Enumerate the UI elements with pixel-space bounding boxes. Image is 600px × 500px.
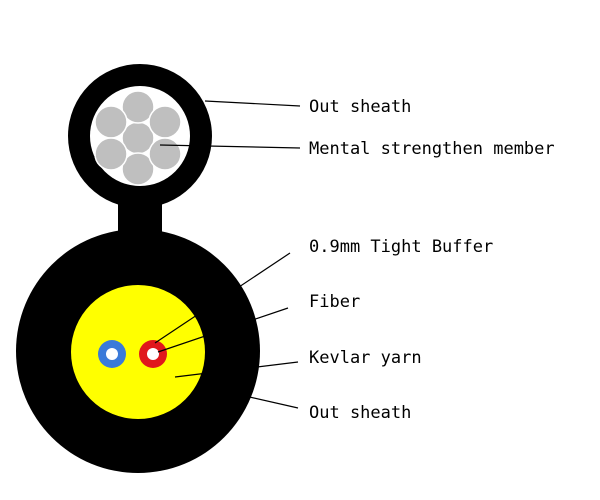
label-bottom-out-sheath: Out sheath [309, 403, 411, 423]
label-fiber: Fiber [309, 292, 360, 312]
leader-tight-buffer [154, 252, 291, 344]
leader-lines [154, 100, 301, 409]
steel-wire [94, 105, 128, 139]
steel-wire [148, 105, 182, 139]
leader-fiber [157, 307, 289, 353]
messenger-section [68, 64, 212, 246]
leader-kevlar-yarn [174, 361, 299, 378]
label-kevlar-yarn: Kevlar yarn [309, 348, 422, 368]
label-top-out-sheath: Out sheath [309, 97, 411, 117]
fiber-core-red [147, 348, 159, 360]
steel-wire [94, 137, 128, 171]
leader-bottom-out-sheath [231, 392, 299, 409]
kevlar-yarn-area [71, 285, 205, 419]
steel-wire [148, 137, 182, 171]
label-tight-buffer: 0.9mm Tight Buffer [309, 237, 493, 257]
main-cable-section [16, 229, 260, 473]
fiber-blue [98, 340, 126, 368]
steel-wire [121, 90, 155, 124]
leader-strength-member [159, 144, 301, 149]
steel-wire [121, 152, 155, 186]
fiber-core-blue [106, 348, 118, 360]
labels: Out sheath Mental strengthen member 0.9m… [309, 97, 555, 423]
fiber-red [139, 340, 167, 368]
label-strength-member: Mental strengthen member [309, 139, 555, 159]
metal-strength-member [94, 90, 182, 186]
leader-top-out-sheath [204, 100, 301, 107]
